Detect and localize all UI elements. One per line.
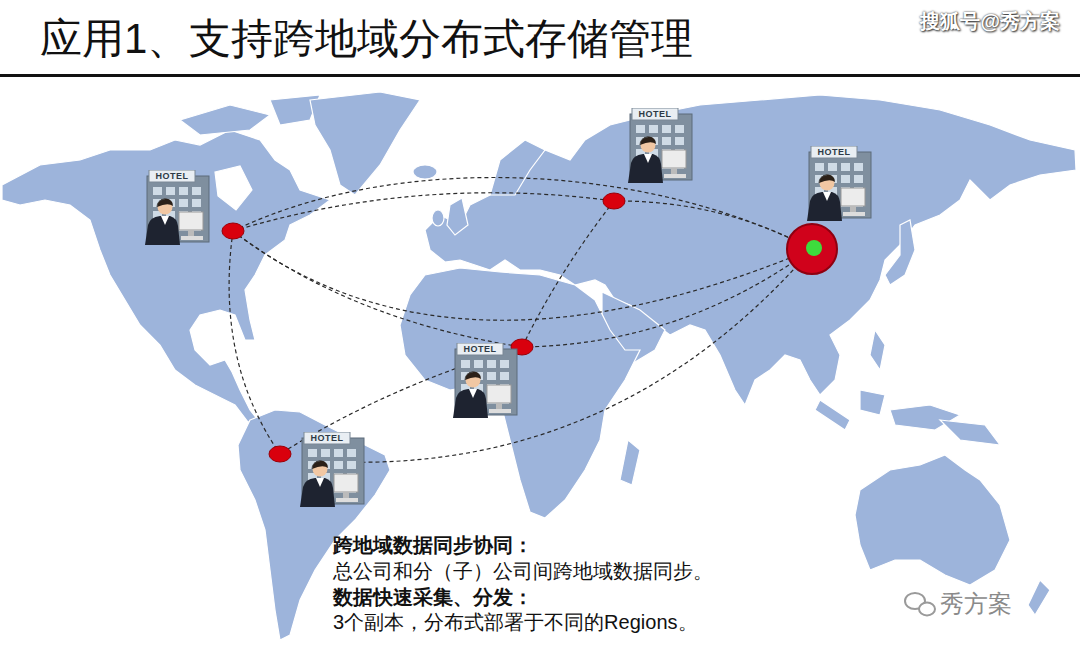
- headquarters-dot: [787, 224, 837, 274]
- note-heading: 数据快速采集、分发：: [333, 585, 533, 609]
- hotel-sign: HOTEL: [632, 109, 678, 121]
- island: [940, 420, 1000, 445]
- hotel-sign: HOTEL: [811, 147, 857, 159]
- hotel-sign: HOTEL: [457, 344, 503, 356]
- iceland: [413, 165, 437, 179]
- north-america: [2, 130, 330, 422]
- sync-line: [233, 231, 812, 320]
- sync-line: [229, 231, 280, 454]
- sync-line: [614, 201, 812, 249]
- island: [815, 400, 850, 430]
- sync-line: [233, 193, 614, 231]
- island: [860, 390, 885, 415]
- scandinavia: [490, 140, 545, 195]
- title-rule: [0, 74, 1080, 77]
- site-dot: [269, 446, 291, 462]
- watermark: 搜狐号@秀方案: [920, 9, 1060, 33]
- australia: [855, 455, 1010, 585]
- arctic-island: [180, 105, 270, 135]
- africa: [400, 268, 640, 518]
- office-icon: [807, 146, 871, 221]
- island: [870, 330, 885, 370]
- watermark: 秀方案: [940, 590, 1012, 619]
- office-icon: [145, 170, 209, 245]
- britain: [447, 198, 468, 235]
- sync-line: [233, 231, 522, 347]
- wechat-icon: [905, 593, 935, 616]
- site-dot: [603, 193, 625, 209]
- hotel-sign: HOTEL: [304, 433, 350, 445]
- note-heading: 跨地域数据同步协同：: [333, 533, 533, 557]
- note-body: 3个副本，分布式部署于不同的Regions。: [333, 610, 698, 634]
- greenland: [310, 92, 420, 195]
- office-icon: [300, 432, 364, 507]
- office-icon: [453, 343, 517, 418]
- site-dot: [222, 223, 244, 239]
- slide-title: 应用1、支持跨地域分布式存储管理: [40, 14, 693, 64]
- japan: [885, 220, 915, 285]
- note-body: 总公司和分（子）公司间跨地域数据同步。: [333, 559, 713, 583]
- headquarters-core: [806, 240, 822, 256]
- hudson-bay: [215, 166, 252, 210]
- hotel-sign: HOTEL: [149, 171, 195, 183]
- new-zealand: [1028, 580, 1050, 615]
- ireland: [432, 210, 444, 226]
- sync-line: [340, 249, 812, 462]
- madagascar: [620, 440, 640, 485]
- sync-line: [522, 201, 614, 347]
- sync-line: [233, 178, 812, 249]
- office-icon: [628, 108, 692, 183]
